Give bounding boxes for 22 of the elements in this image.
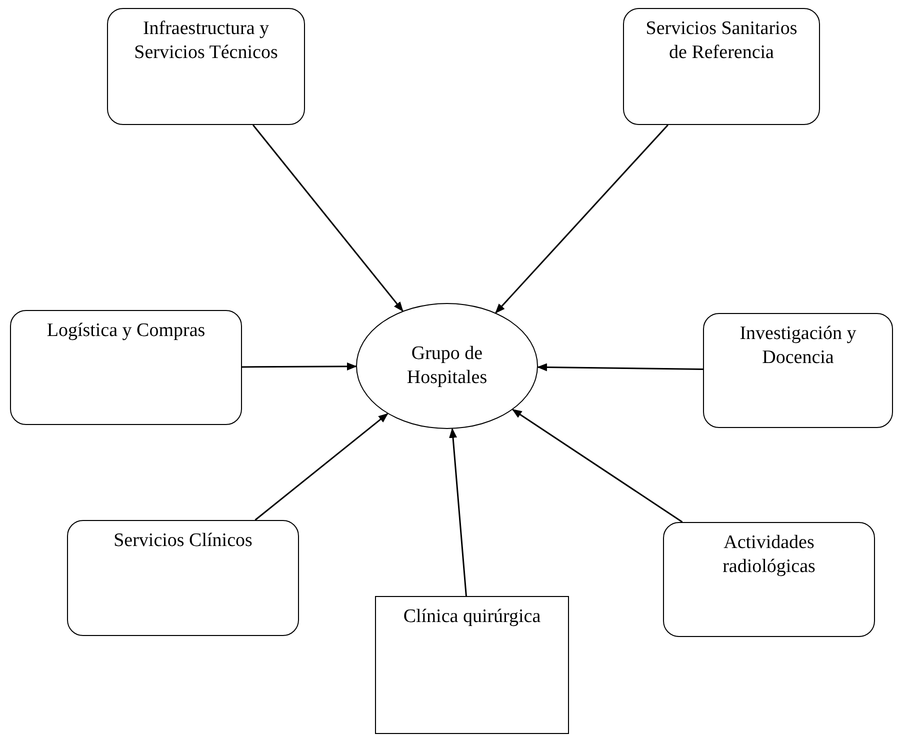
- node-label: Investigación y Docencia: [738, 322, 858, 370]
- arrow: [449, 428, 467, 596]
- process-box: [10, 310, 242, 425]
- node-label: Infraestructura y Servicios Técnicos: [133, 17, 279, 65]
- process-box: [67, 520, 299, 636]
- arrow: [536, 363, 703, 372]
- process-box: [107, 8, 305, 125]
- arrow: [495, 124, 668, 314]
- process-box: [663, 522, 875, 637]
- process-box: [623, 8, 820, 125]
- process-box: [703, 313, 893, 428]
- node-label: Actividades radiológicas: [722, 531, 816, 579]
- node-label: Servicios Sanitarios de Referencia: [644, 17, 798, 65]
- node-label: Servicios Clínicos: [112, 529, 254, 553]
- arrow: [512, 408, 683, 523]
- node-label: Clínica quirúrgica: [402, 605, 542, 629]
- arrow: [254, 413, 388, 521]
- process-box: [375, 596, 569, 734]
- arrow: [252, 124, 404, 312]
- node-label: Grupo de Hospitales: [406, 342, 488, 390]
- node-label: Logística y Compras: [46, 319, 206, 343]
- arrow: [242, 362, 357, 370]
